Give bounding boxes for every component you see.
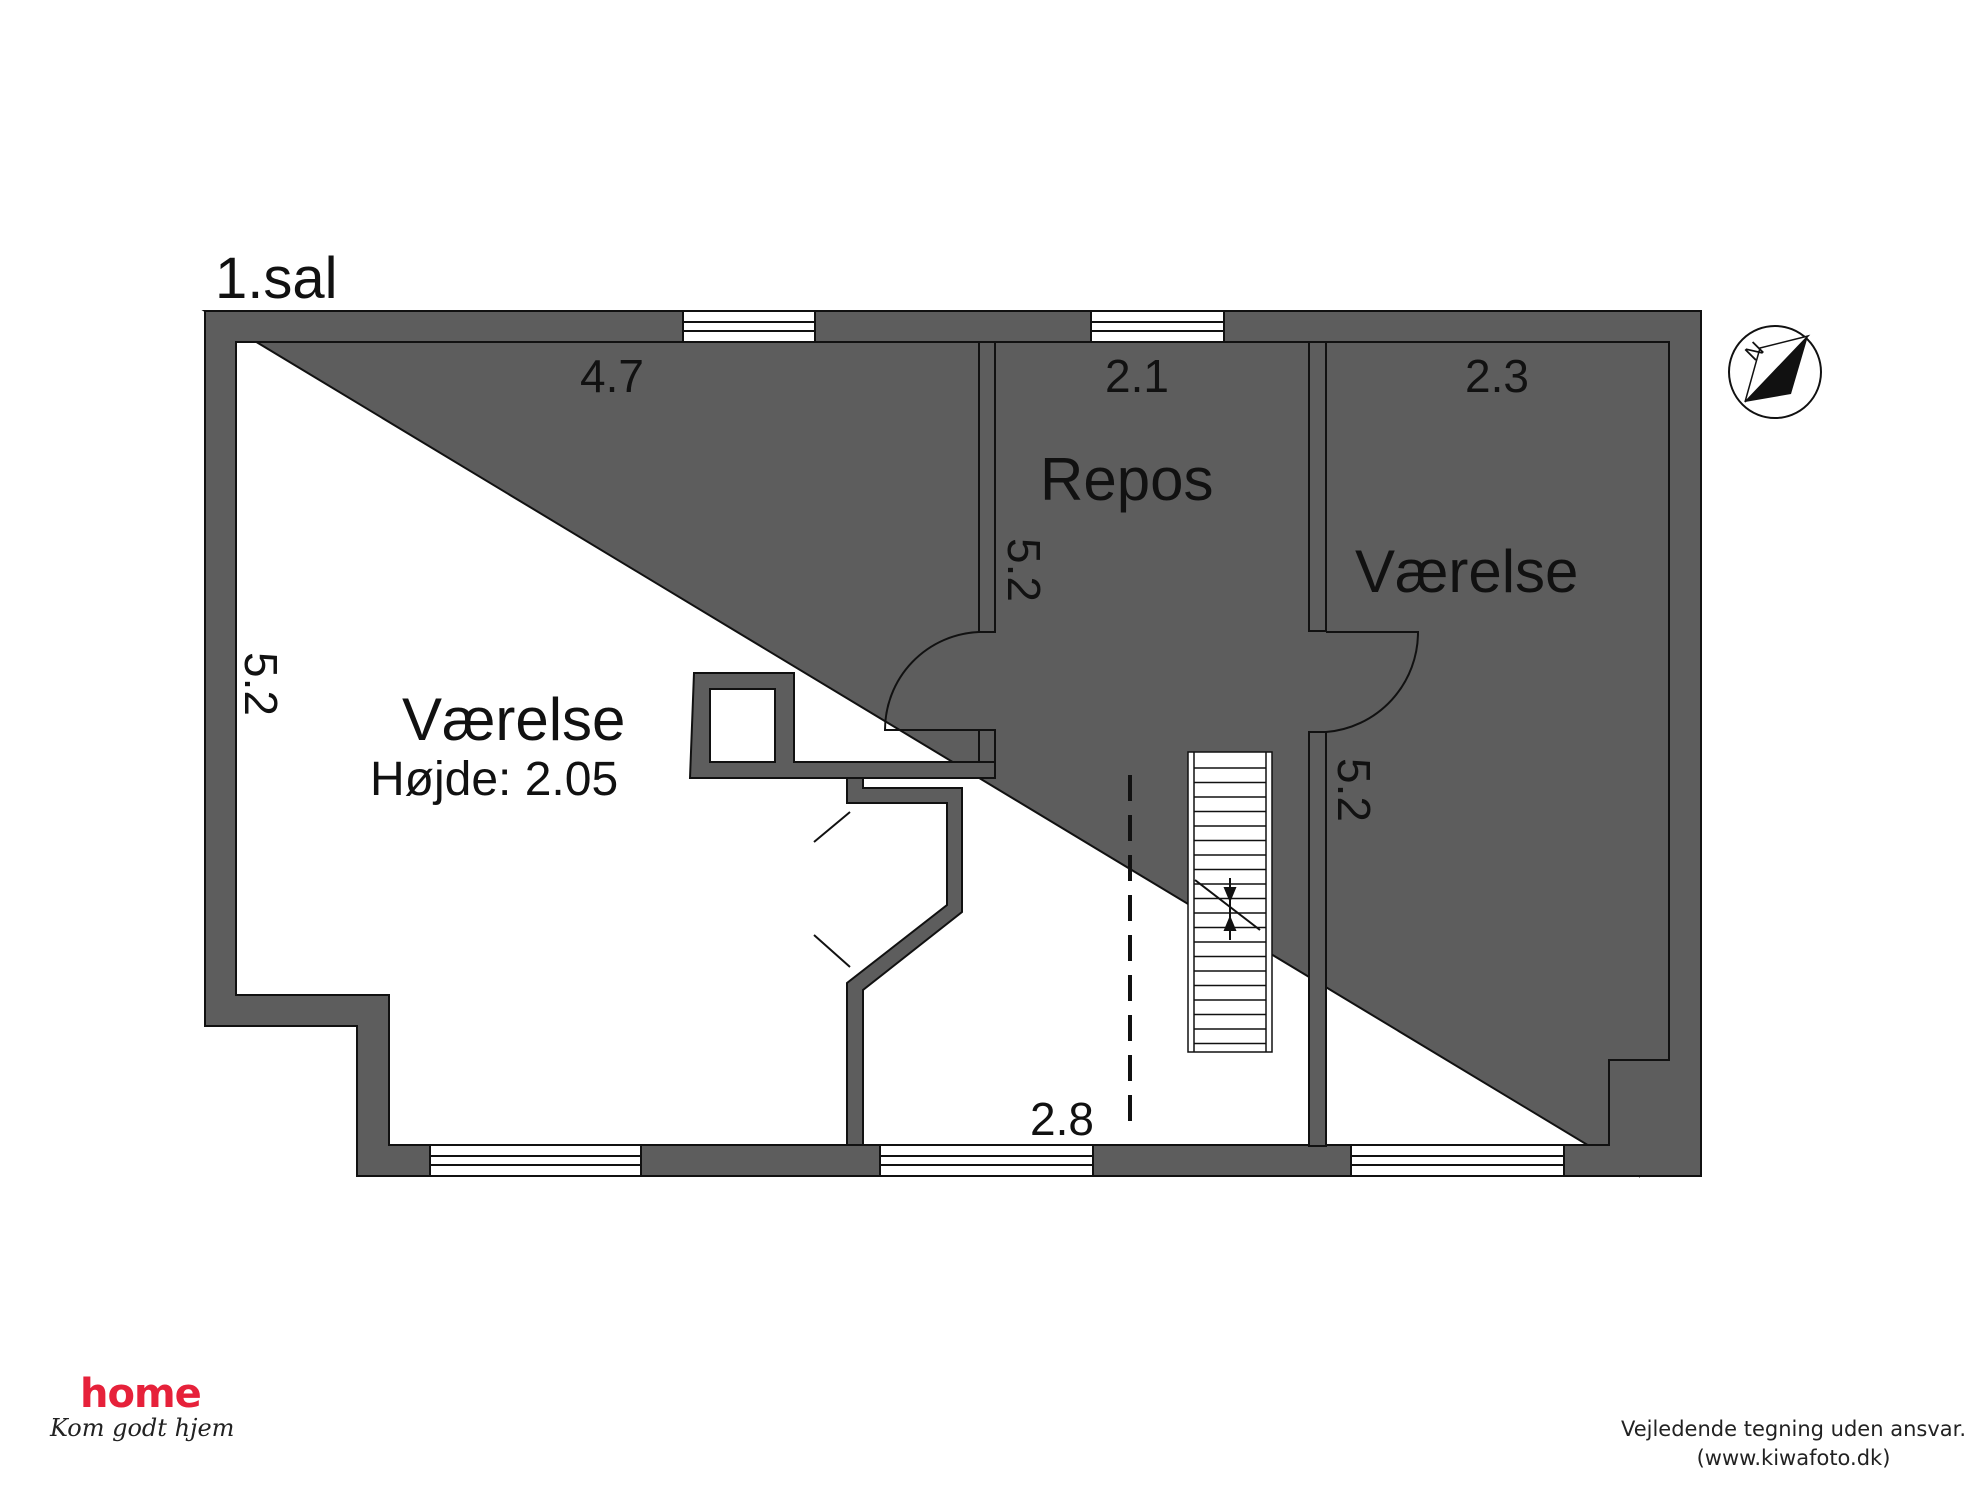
- dim-bottom-repos: 2.8: [1030, 1093, 1094, 1145]
- windows: [429, 310, 1565, 1177]
- stair-arrow: [1194, 878, 1261, 940]
- disclaimer: Vejledende tegning uden ansvar. (www.kiw…: [1621, 1415, 1966, 1472]
- room-name-vaerelse-left: Værelse: [402, 686, 625, 753]
- dim-depth-vaerelse-left: 5.2: [235, 652, 287, 716]
- doors: [813, 631, 1420, 968]
- disclaimer-line-2: (www.kiwafoto.dk): [1696, 1445, 1891, 1470]
- dim-width-vaerelse-right: 2.3: [1465, 350, 1529, 402]
- room-height: Højde: 2.05: [370, 753, 618, 806]
- dim-depth-repos: 5.2: [998, 538, 1050, 602]
- floor-label: 1.sal: [215, 246, 338, 311]
- outer-wall-shape: [204, 310, 1702, 1177]
- brand-logo: home Kom godt hjem: [50, 1374, 234, 1440]
- room-name-repos: Repos: [1040, 446, 1213, 513]
- disclaimer-line-1: Vejledende tegning uden ansvar.: [1620, 1417, 1966, 1442]
- room-name-vaerelse-right: Værelse: [1355, 538, 1578, 605]
- dim-width-vaerelse-left: 4.7: [580, 350, 644, 402]
- logo-word: home: [80, 1371, 202, 1417]
- compass-icon: N: [1728, 325, 1822, 419]
- interior-walls: [688, 341, 1327, 1147]
- dim-width-repos: 2.1: [1105, 350, 1169, 402]
- logo-tagline: Kom godt hjem: [50, 1414, 235, 1442]
- dim-depth-vaerelse-right: 5.2: [1328, 758, 1380, 822]
